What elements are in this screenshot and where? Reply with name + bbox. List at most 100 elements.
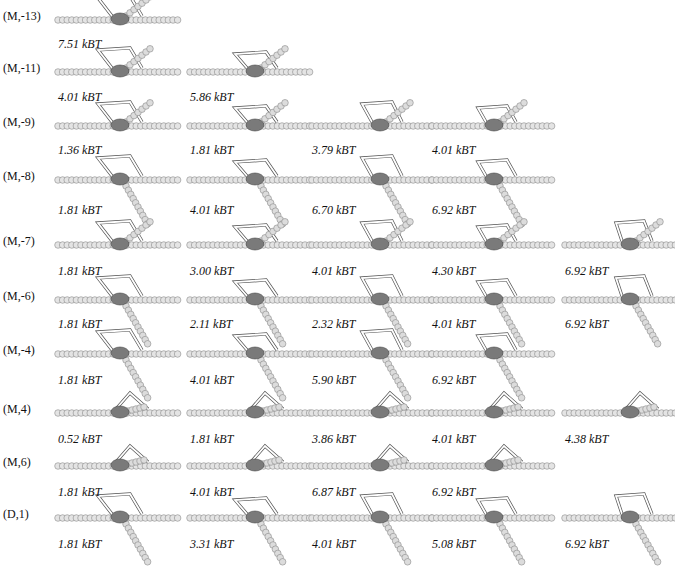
lever-bead (401, 457, 408, 464)
motor-head (246, 119, 264, 131)
energy-value: 1.81 kBT (190, 432, 233, 446)
motor-head (111, 406, 129, 418)
filament-bead (306, 69, 313, 76)
motor-head (111, 119, 129, 131)
motor-head (485, 347, 503, 359)
energy-value: 4.30 kBT (432, 264, 475, 278)
protein-model (562, 494, 675, 565)
protein-model (187, 446, 313, 471)
filament-bead (548, 177, 555, 184)
energy-value: 1.81 kBT (190, 143, 233, 157)
energy-value: 1.81 kBT (58, 203, 101, 217)
protein-model (429, 498, 555, 565)
row-label: (M,-4) (3, 343, 35, 357)
filament-bead (174, 242, 181, 249)
motor-head (371, 406, 389, 418)
protein-model (187, 280, 313, 347)
motor-head (485, 238, 503, 250)
protein-model (55, 219, 181, 251)
motor-head (246, 511, 264, 523)
protein-model (429, 160, 555, 227)
filament-bead (174, 351, 181, 358)
energy-value: 6.92 kBT (432, 203, 475, 217)
lever-bead (521, 219, 528, 226)
energy-value: 1.81 kBT (58, 373, 101, 387)
energy-value: 4.01 kBT (190, 373, 233, 387)
row-label: (M,4) (3, 402, 31, 416)
lever-bead (143, 0, 150, 3)
lever-bead (407, 219, 414, 226)
protein-model (187, 46, 313, 78)
filament-bead (548, 515, 555, 522)
energy-value: 1.81 kBT (58, 264, 101, 278)
lever-bead (518, 395, 525, 402)
motor-head (111, 173, 129, 185)
motor-head (246, 459, 264, 471)
protein-model (429, 219, 555, 251)
protein-model (55, 446, 181, 471)
energy-value: 6.92 kBT (432, 373, 475, 387)
row-label: (M,6) (3, 455, 31, 469)
protein-model (309, 446, 435, 471)
protein-model (187, 334, 313, 401)
motor-head (246, 293, 264, 305)
motor-head (111, 238, 129, 250)
energy-value: 3.86 kBT (312, 432, 355, 446)
filament-bead (548, 463, 555, 470)
motor-head (621, 406, 639, 418)
energy-value: 4.01 kBT (190, 485, 233, 499)
motor-head (111, 511, 129, 523)
motor-head (485, 511, 503, 523)
energy-value: 1.36 kBT (58, 143, 101, 157)
lever-bead (518, 341, 525, 348)
protein-model (562, 219, 675, 251)
lever-bead (654, 341, 661, 348)
filament-bead (672, 297, 675, 304)
motor-head (371, 238, 389, 250)
protein-model (309, 276, 435, 347)
row-label: (D,1) (3, 507, 29, 521)
filament-bead (174, 123, 181, 130)
protein-model (309, 330, 435, 401)
protein-model (187, 219, 313, 251)
protein-model (309, 100, 435, 132)
protein-model (309, 156, 435, 227)
motor-head (111, 347, 129, 359)
motor-head (371, 119, 389, 131)
motor-head (246, 238, 264, 250)
filament-bead (174, 69, 181, 76)
motor-head (111, 459, 129, 471)
protein-model (309, 393, 435, 418)
lever-bead (144, 395, 151, 402)
filament-bead (548, 123, 555, 130)
lever-bead (147, 0, 154, 1)
filament-bead (548, 242, 555, 249)
lever-bead (657, 219, 664, 226)
arm-ribbon (616, 276, 652, 296)
energy-value: 6.92 kBT (565, 537, 608, 551)
energy-value: 6.87 kBT (312, 485, 355, 499)
protein-model (55, 100, 181, 132)
motor-head (111, 65, 129, 77)
filament-bead (672, 410, 675, 417)
energy-value: 6.92 kBT (565, 264, 608, 278)
motor-head (246, 173, 264, 185)
energy-value: 4.01 kBT (312, 537, 355, 551)
energy-value: 6.92 kBT (565, 317, 608, 331)
filament-bead (548, 410, 555, 417)
protein-model (187, 160, 313, 227)
lever-bead (282, 100, 289, 107)
lever-bead (515, 404, 522, 411)
lever-bead (279, 341, 286, 348)
protein-model (429, 280, 555, 347)
energy-value: 4.01 kBT (432, 143, 475, 157)
lever-bead (276, 457, 283, 464)
lever-bead (141, 404, 148, 411)
protein-model (187, 393, 313, 418)
protein-model (429, 446, 555, 471)
motor-head (621, 293, 639, 305)
row-label: (M,-9) (3, 115, 35, 129)
lever-bead (654, 559, 661, 566)
energy-value: 4.38 kBT (565, 432, 608, 446)
